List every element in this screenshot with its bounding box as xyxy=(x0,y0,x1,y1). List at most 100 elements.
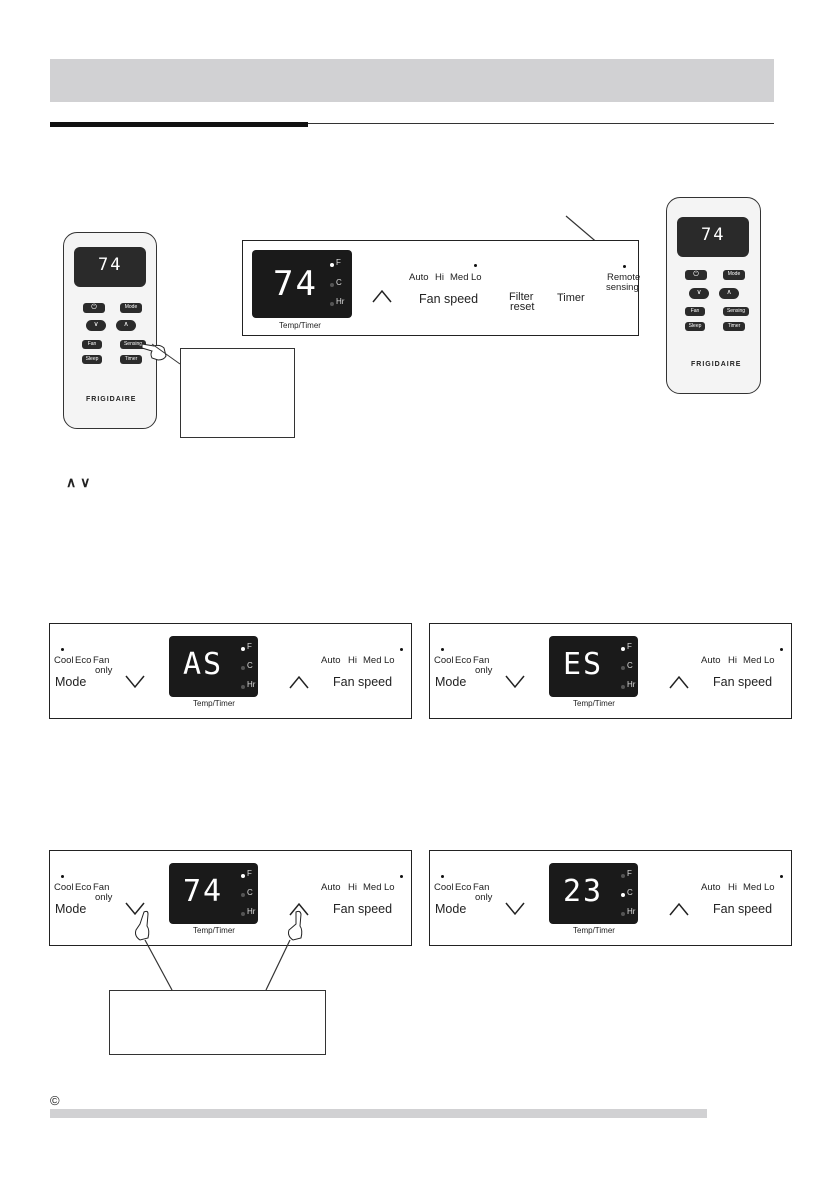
control-panel: Cool Eco Fan only Mode 23 F C Hr Temp/Ti… xyxy=(429,850,792,946)
main-display-value: 74 xyxy=(273,264,318,304)
unit-hr-label: Hr xyxy=(627,680,636,689)
hand-pointers xyxy=(135,910,303,991)
mode-eco-label: Eco xyxy=(455,882,472,893)
remote-down-button[interactable]: ∨ xyxy=(689,288,709,299)
mode-cool-label: Cool xyxy=(54,655,74,666)
temp-timer-label: Temp/Timer xyxy=(573,926,615,935)
unit-f-indicator xyxy=(241,874,245,878)
fan-lo-indicator xyxy=(400,875,403,878)
unit-hr-indicator xyxy=(621,685,625,689)
unit-f-indicator xyxy=(330,263,334,267)
down-arrow-button[interactable] xyxy=(504,674,526,690)
unit-f-label: F xyxy=(247,642,252,651)
remote-mode-button[interactable]: Mode xyxy=(120,303,142,313)
up-arrow-button[interactable] xyxy=(288,674,310,690)
fan-speed-button[interactable]: Fan speed xyxy=(419,292,479,306)
cool-indicator xyxy=(441,648,444,651)
remote-down-button[interactable]: ∨ xyxy=(86,320,106,331)
mode-fan-label: Fan xyxy=(473,882,490,893)
mode-eco-label: Eco xyxy=(75,655,92,666)
remote-timer-button[interactable]: Timer xyxy=(120,355,142,364)
remote-up-button[interactable]: ∧ xyxy=(116,320,136,331)
mode-button[interactable]: Mode xyxy=(435,675,467,689)
unit-c-indicator xyxy=(241,666,245,670)
remote-sleep-button[interactable]: Sleep xyxy=(82,355,102,364)
remote-up-button[interactable]: ∧ xyxy=(719,288,739,299)
fan-speed-button[interactable]: Fan speed xyxy=(333,902,393,916)
down-arrow-button[interactable] xyxy=(124,674,146,690)
main-control-panel: 74 F C Hr Temp/Timer Auto Hi Med Lo Fan … xyxy=(242,240,641,336)
pointing-hand-icon xyxy=(141,343,167,361)
fan-hi-label: Hi xyxy=(728,882,737,893)
remote-mode-button[interactable]: Mode xyxy=(723,270,745,280)
unit-f-label: F xyxy=(336,258,341,267)
fan-lo-indicator xyxy=(400,648,403,651)
mode-cool-label: Cool xyxy=(434,655,454,666)
fan-lo-indicator xyxy=(780,648,783,651)
unit-c-label: C xyxy=(627,661,633,670)
down-arrow-button[interactable] xyxy=(124,901,146,917)
unit-hr-indicator xyxy=(330,302,334,306)
mode-button[interactable]: Mode xyxy=(55,675,87,689)
fan-lo-label: Lo xyxy=(764,882,775,893)
remote-timer-button[interactable]: Timer xyxy=(723,322,745,331)
up-down-arrows-text: ∧ ∨ xyxy=(66,474,91,490)
remote-sensing-indicator xyxy=(623,265,626,268)
mode-eco-label: Eco xyxy=(75,882,92,893)
remote-sensing-button[interactable]: Sensing xyxy=(723,307,749,316)
fan-hi-label: Hi xyxy=(348,655,357,666)
up-arrow-button[interactable] xyxy=(668,901,690,917)
callout-line xyxy=(151,343,181,365)
remote-power-button[interactable]: ⏻ xyxy=(685,270,707,280)
mode-button[interactable]: Mode xyxy=(435,902,467,916)
mode-fan-label: Fan xyxy=(93,655,110,666)
control-panel: Cool Eco Fan only Mode AS F C Hr Temp/Ti… xyxy=(49,623,412,719)
filter-reset-line2[interactable]: reset xyxy=(510,301,535,313)
remote-display-value: 74 xyxy=(98,255,123,275)
unit-c-indicator xyxy=(621,893,625,897)
mode-button[interactable]: Mode xyxy=(55,902,87,916)
mode-fan-only-label: only xyxy=(95,892,113,903)
unit-c-indicator xyxy=(241,893,245,897)
fan-lo-label: Lo xyxy=(471,272,482,283)
fan-lo-label: Lo xyxy=(384,655,395,666)
timer-button[interactable]: Timer xyxy=(557,292,585,304)
remote-sensing-button[interactable]: Sensing xyxy=(120,340,146,349)
fan-lo-indicator xyxy=(474,264,477,267)
remote-power-button[interactable]: ⏻ xyxy=(83,303,105,313)
fan-speed-button[interactable]: Fan speed xyxy=(713,675,773,689)
filter-reset-line1[interactable]: Filter xyxy=(509,291,534,303)
unit-f-label: F xyxy=(627,869,632,878)
unit-hr-indicator xyxy=(241,685,245,689)
up-arrow-button[interactable] xyxy=(371,288,393,304)
fan-med-label: Med xyxy=(363,655,382,666)
unit-f-indicator xyxy=(241,647,245,651)
remote-sensing-line2[interactable]: sensing xyxy=(606,282,639,293)
fan-med-label: Med xyxy=(363,882,382,893)
up-arrow-button[interactable] xyxy=(668,674,690,690)
panel-display-value: ES xyxy=(563,647,604,682)
mode-fan-label: Fan xyxy=(93,882,110,893)
panel-display-value: 23 xyxy=(563,874,604,909)
mode-fan-only-label: only xyxy=(475,892,493,903)
fan-speed-button[interactable]: Fan speed xyxy=(333,675,393,689)
fan-auto-label: Auto xyxy=(321,882,341,893)
remote-brand-logo: FRIGIDAIRE xyxy=(691,361,742,368)
section-rule-thick xyxy=(50,122,308,127)
unit-hr-label: Hr xyxy=(336,297,345,306)
temp-timer-label: Temp/Timer xyxy=(193,699,235,708)
fan-speed-button[interactable]: Fan speed xyxy=(713,902,773,916)
cool-indicator xyxy=(441,875,444,878)
remote-sleep-button[interactable]: Sleep xyxy=(685,322,705,331)
remote-sensing-line1[interactable]: Remote xyxy=(607,272,641,283)
down-arrow-button[interactable] xyxy=(504,901,526,917)
remote-fan-button[interactable]: Fan xyxy=(685,307,705,316)
up-arrow-button[interactable] xyxy=(288,901,310,917)
fan-hi-label: Hi xyxy=(435,272,444,283)
fan-med-label: Med xyxy=(450,272,469,283)
unit-hr-label: Hr xyxy=(247,907,256,916)
unit-c-indicator xyxy=(621,666,625,670)
fan-hi-label: Hi xyxy=(728,655,737,666)
remote-fan-button[interactable]: Fan xyxy=(82,340,102,349)
fan-hi-label: Hi xyxy=(348,882,357,893)
